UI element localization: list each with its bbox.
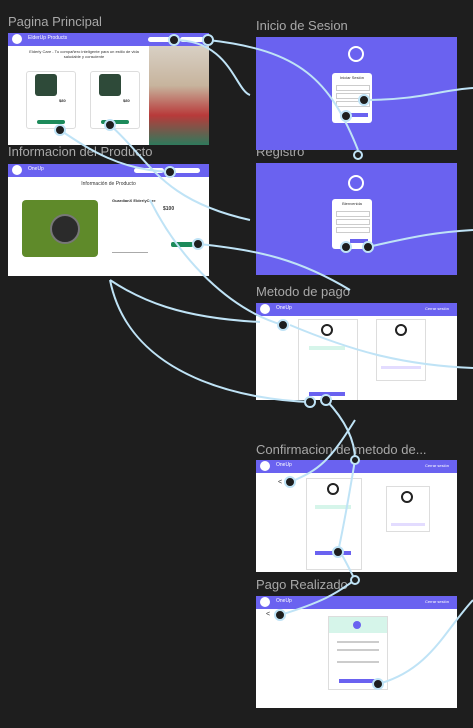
app-name: ElderUp Products <box>28 35 68 41</box>
frame-registro[interactable]: Bienvenida <box>256 163 457 275</box>
confirm-button[interactable] <box>315 551 351 555</box>
register-button[interactable] <box>170 168 200 173</box>
divider <box>112 252 148 253</box>
summary-row <box>391 523 425 526</box>
product-price-2: $80 <box>123 98 130 103</box>
logo-icon <box>12 165 22 175</box>
top-bar: ElderUp Products <box>8 33 209 46</box>
product-price-1: $80 <box>59 98 66 103</box>
frame-inicio-sesion[interactable]: Iniciar Sesión <box>256 37 457 150</box>
app-name: OneUp <box>276 305 292 311</box>
login-button[interactable] <box>148 37 172 42</box>
register-submit-button[interactable] <box>350 239 368 243</box>
top-bar: OneUp Cerrar sesión <box>256 460 457 473</box>
payment-panel[interactable] <box>298 319 358 400</box>
logo-icon <box>12 34 22 44</box>
frame-pagina-principal[interactable]: ElderUp Products Elderly Care - Tu compa… <box>8 33 209 145</box>
check-icon <box>353 621 361 629</box>
name-input[interactable] <box>336 211 370 217</box>
app-name: OneUp <box>276 462 292 468</box>
product-price: $100 <box>163 206 175 212</box>
logo-icon <box>321 324 333 336</box>
receipt-row <box>337 649 379 651</box>
register-form[interactable]: Bienvenida <box>332 199 372 249</box>
top-bar: OneUp <box>8 164 209 177</box>
logo-icon <box>401 491 413 503</box>
watch-icon <box>50 214 80 244</box>
login-button[interactable] <box>134 168 164 173</box>
summary-panel <box>386 486 430 532</box>
frame-pago-realizado[interactable]: OneUp Cerrar sesión < <box>256 596 457 708</box>
product-image-2 <box>99 74 121 96</box>
password-input[interactable] <box>336 227 370 233</box>
frame-label-metodo-pago[interactable]: Metodo de pago <box>256 284 350 299</box>
app-name: OneUp <box>28 166 44 172</box>
logo-icon <box>395 324 407 336</box>
buy-button-2[interactable] <box>101 120 129 124</box>
product-name: GuardianX ElderlyCare <box>112 198 156 203</box>
email-input[interactable] <box>336 219 370 225</box>
frame-label-inicio-sesion[interactable]: Inicio de Sesion <box>256 18 348 33</box>
login-form[interactable]: Iniciar Sesión <box>332 73 372 123</box>
frame-informacion-producto[interactable]: OneUp Información de Producto GuardianX … <box>8 164 209 276</box>
pay-button[interactable] <box>309 392 345 396</box>
login-title: Iniciar Sesión <box>339 75 364 80</box>
logo-icon <box>260 597 270 607</box>
frame-label-pagina-principal[interactable]: Pagina Principal <box>8 14 102 29</box>
app-name: OneUp <box>276 598 292 604</box>
logout-link[interactable]: Cerrar sesión <box>424 599 449 604</box>
card-option[interactable] <box>315 505 351 509</box>
logo-icon <box>260 304 270 314</box>
product-card-1[interactable]: $80 <box>26 71 76 129</box>
login-submit-button[interactable] <box>350 113 368 117</box>
top-bar: OneUp Cerrar sesión <box>256 596 457 609</box>
intro-text: Elderly Care - Tu compañero inteligente … <box>29 49 139 59</box>
summary-panel <box>376 319 426 381</box>
page-title: Información de Producto <box>81 181 136 187</box>
logo-icon <box>348 175 364 191</box>
logout-link[interactable]: Cerrar sesión <box>424 306 449 311</box>
hero-photo <box>149 46 209 145</box>
confirm-input[interactable] <box>336 101 370 107</box>
done-button[interactable] <box>339 679 377 683</box>
register-title: Bienvenida <box>342 201 362 206</box>
back-button[interactable]: < <box>278 479 283 486</box>
product-image-1 <box>35 74 57 96</box>
buy-button-1[interactable] <box>37 120 65 124</box>
logo-icon <box>260 461 270 471</box>
logo-icon <box>348 46 364 62</box>
register-button[interactable] <box>180 37 204 42</box>
email-input[interactable] <box>336 85 370 91</box>
wire-node <box>350 575 360 585</box>
wire-node <box>353 150 363 160</box>
receipt-panel <box>328 616 388 690</box>
receipt-row <box>337 641 379 643</box>
back-button[interactable]: < <box>266 611 271 618</box>
wire-pago-info <box>109 279 261 323</box>
buy-button[interactable] <box>171 242 193 247</box>
card-option[interactable] <box>309 346 345 350</box>
frame-label-informacion-producto[interactable]: Informacion del Producto <box>8 144 153 159</box>
receipt-row <box>337 661 379 663</box>
password-input[interactable] <box>336 93 370 99</box>
frame-metodo-pago[interactable]: OneUp Cerrar sesión <box>256 303 457 400</box>
frame-label-pago-realizado[interactable]: Pago Realizado <box>256 577 348 592</box>
frame-confirmacion[interactable]: OneUp Cerrar sesión < <box>256 460 457 572</box>
frame-label-confirmacion[interactable]: Confirmacion de metodo de... <box>256 442 427 457</box>
confirm-panel[interactable] <box>306 478 362 570</box>
logout-link[interactable]: Cerrar sesión <box>424 463 449 468</box>
summary-row <box>381 366 421 369</box>
product-card-2[interactable]: $80 <box>90 71 140 129</box>
product-image <box>22 200 98 257</box>
logo-icon <box>327 483 339 495</box>
top-bar: OneUp Cerrar sesión <box>256 303 457 316</box>
